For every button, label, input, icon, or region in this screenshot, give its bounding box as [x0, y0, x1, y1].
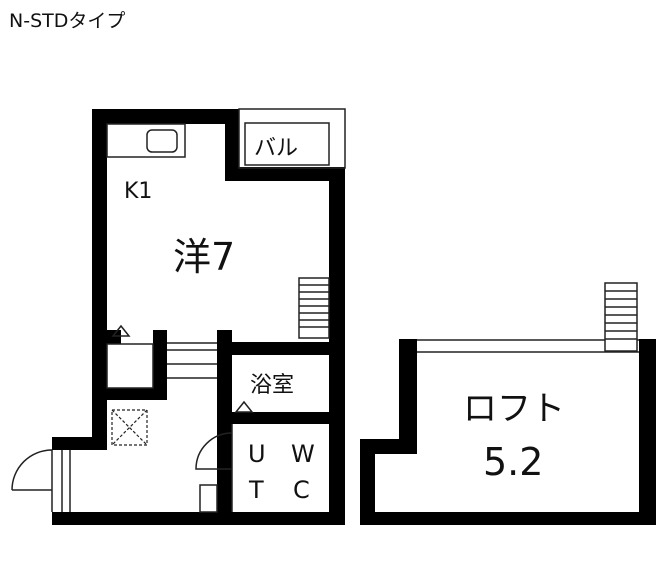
kitchen-counter — [106, 123, 186, 158]
wall-bath-top — [217, 342, 345, 355]
wall-balcony-inner-v — [225, 109, 239, 181]
wall-hall-left — [92, 388, 167, 400]
ut-t-label: T — [248, 476, 264, 504]
wc-w-label: W — [291, 440, 315, 468]
plan-title: N-STDタイプ — [9, 10, 126, 32]
wall-bath-bottom — [232, 412, 345, 424]
washer-space — [111, 409, 148, 446]
wall-left-bottom-stub — [92, 429, 107, 450]
loft-ladder — [298, 277, 330, 339]
sink-icon — [146, 129, 178, 153]
kitchen-label: K1 — [124, 179, 152, 204]
bathroom-label: 浴室 — [250, 373, 294, 398]
entry-step — [167, 342, 217, 379]
wall-bath-left — [217, 330, 232, 512]
loft-ladder-top — [604, 282, 638, 352]
wall-room-bottom-mid — [153, 330, 167, 390]
loft-size-label: 5.2 — [483, 440, 543, 484]
western-room-label: 洋7 — [173, 235, 235, 279]
wall-top — [92, 109, 237, 124]
wall-left-upper — [92, 109, 107, 429]
loft-name-label: ロフト — [463, 389, 565, 429]
wc-c-label: C — [293, 476, 310, 504]
loft-rail — [417, 339, 639, 353]
wc-door — [195, 432, 233, 513]
unit-walls — [52, 109, 345, 525]
wall-balcony-inner-h — [225, 167, 345, 181]
ut-u-label: U — [248, 440, 266, 468]
wall-room-bottom-left — [107, 330, 121, 344]
loft-walls — [360, 339, 656, 525]
entry-door — [11, 449, 71, 512]
bath-triangle-icon — [234, 400, 254, 413]
balcony — [238, 108, 346, 169]
closet — [106, 324, 254, 413]
balcony-label: バル — [254, 136, 298, 161]
closet-triangle-icon — [111, 324, 131, 337]
wall-bottom — [52, 512, 345, 525]
